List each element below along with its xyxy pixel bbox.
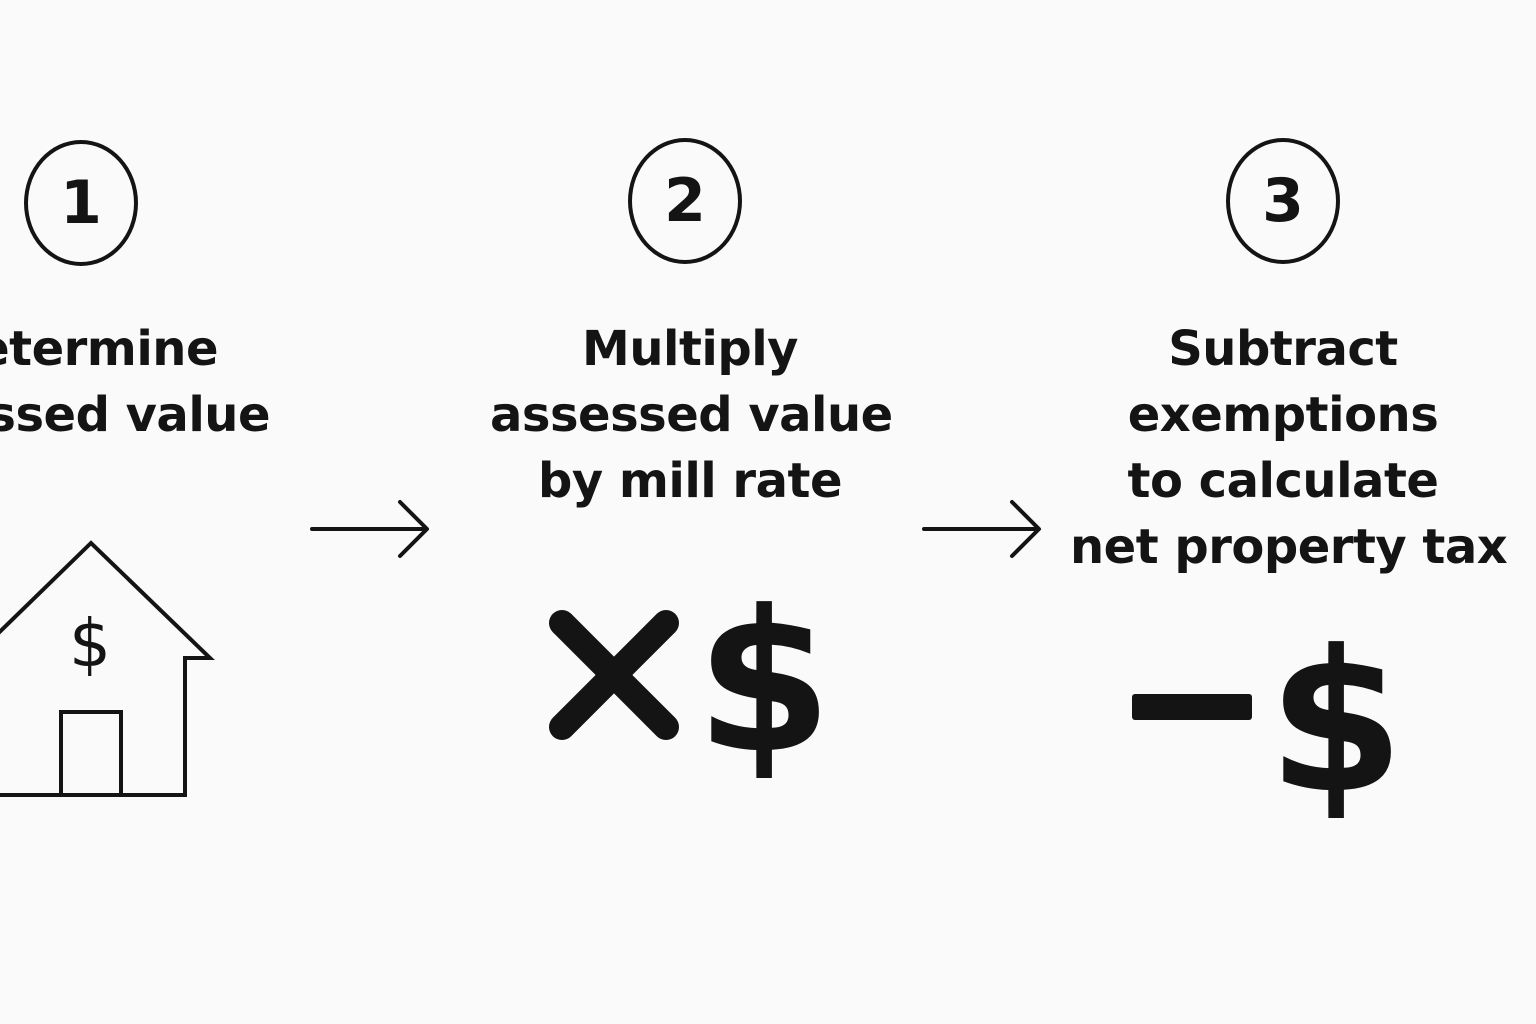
step-1-number-badge: 1: [24, 140, 138, 266]
step-2-number: 2: [664, 166, 706, 236]
step-3-label-line: net property tax: [1070, 519, 1508, 575]
minus-icon: [1132, 694, 1252, 720]
svg-text:$: $: [69, 605, 111, 682]
arrow-right-icon: [922, 500, 1041, 558]
step-3-label-line: exemptions: [1127, 387, 1439, 443]
step-2-label-line: by mill rate: [537, 453, 843, 509]
step-3-label-line: Subtract: [1168, 321, 1398, 377]
step-2-label-line: assessed value: [490, 387, 893, 443]
step-1-number: 1: [60, 168, 102, 238]
svg-text:$: $: [1272, 618, 1402, 818]
step-2-label: Multiply assessed value by mill rate: [490, 316, 893, 514]
arrow-right-icon: [310, 500, 429, 558]
house-dollar-icon: $: [0, 540, 215, 797]
step-1-label-line: etermine: [0, 321, 218, 377]
step-1-label-line: essed value: [0, 387, 270, 443]
step-2-number-badge: 2: [628, 138, 742, 264]
dollar-icon: $: [1272, 618, 1402, 818]
dollar-icon: $: [700, 578, 830, 778]
step-3-label: Subtract exemptions to calculate net pro…: [1070, 316, 1508, 580]
multiply-icon: [549, 610, 679, 740]
step-3-label-line: to calculate: [1127, 453, 1439, 509]
svg-text:$: $: [700, 578, 830, 778]
step-1-label: etermine essed value: [0, 316, 270, 448]
step-3-number: 3: [1262, 166, 1304, 236]
step-3-number-badge: 3: [1226, 138, 1340, 264]
step-2-label-line: Multiply: [582, 321, 798, 377]
